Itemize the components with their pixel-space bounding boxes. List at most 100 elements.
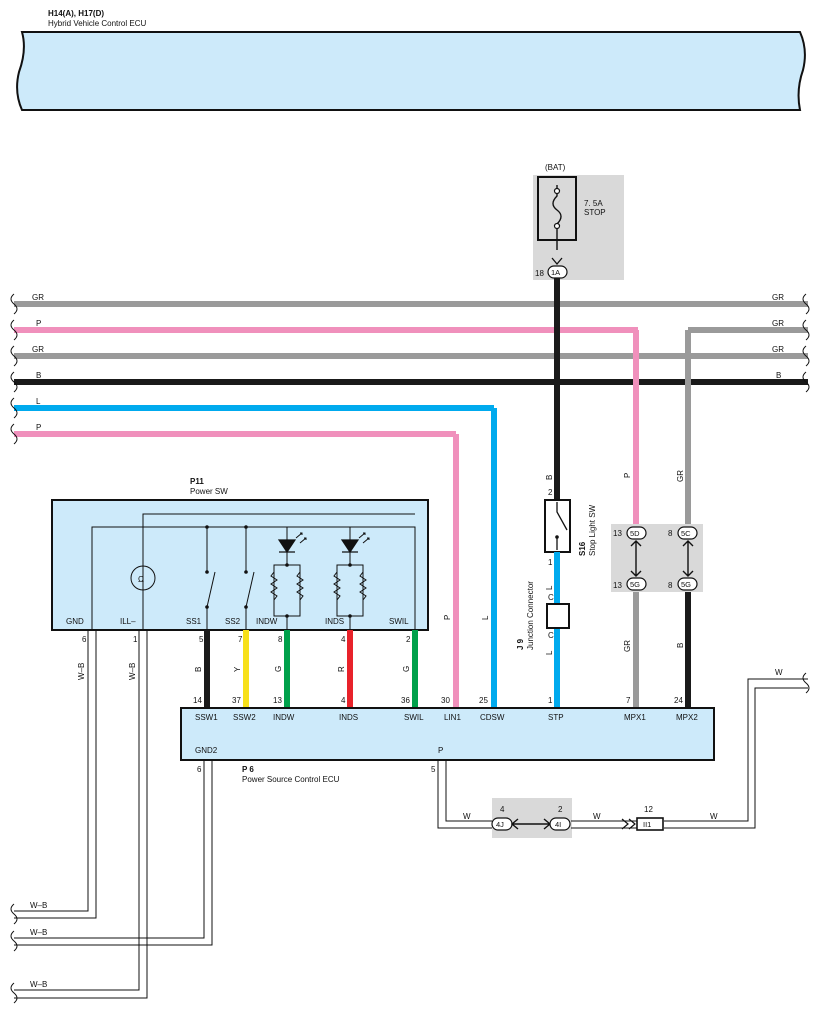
conn-4j-pin: 4 — [500, 805, 505, 814]
fuse-name: STOP — [584, 208, 606, 217]
power-sw-code: P11 — [190, 477, 204, 486]
p6-term-cdsw: CDSW — [480, 713, 505, 722]
stop-sw-wire-top: B — [545, 475, 554, 480]
fuse-source: (BAT) — [545, 163, 566, 172]
psw-pin-gnd: 6 — [82, 635, 87, 644]
p6-name: Power Source Control ECU — [242, 775, 340, 784]
connector-ii1 — [636, 817, 664, 831]
p6-term-ssw1: SSW1 — [195, 713, 218, 722]
inds-led — [340, 539, 360, 554]
p6-pin-p: 5 — [431, 765, 436, 774]
bus-label-5: P — [36, 423, 41, 432]
junction-code: J 9 — [516, 638, 525, 650]
connector-5d-label: 5D — [630, 529, 640, 538]
power-sw-name: Power SW — [190, 487, 228, 496]
splice-row1-left-pin: 13 — [613, 581, 622, 590]
bottom-wire-label-3: W — [775, 668, 783, 677]
psw-term-ss1: SS1 — [186, 617, 202, 626]
connector-5d — [626, 526, 647, 540]
connector-5c-label: 5C — [681, 529, 691, 538]
hv-ecu-name: Hybrid Vehicle Control ECU — [48, 19, 146, 28]
connector-5g-right-label: 5G — [681, 580, 691, 589]
power-sw-box — [51, 499, 429, 631]
connector-4j-label: 4J — [496, 820, 504, 829]
bus-right-label-2: GR — [772, 345, 784, 354]
p6-code: P 6 — [242, 765, 254, 774]
p6-term-inds: INDS — [339, 713, 358, 722]
splice-row0-right-pin: 8 — [668, 529, 673, 538]
p6-term-lin1: LIN1 — [444, 713, 461, 722]
junction-wire-lower: L — [545, 650, 554, 655]
bus-right-label-3: B — [776, 371, 781, 380]
p6-pin-lin1: 30 — [441, 696, 450, 705]
psw-pin-ss1: 5 — [199, 635, 204, 644]
splice-row0-left-pin: 13 — [613, 529, 622, 538]
junction-connector — [546, 603, 570, 629]
p6-term-mpx2: MPX2 — [676, 713, 698, 722]
connector-4i-label: 4I — [555, 820, 561, 829]
p6-term-swil: SWIL — [404, 713, 424, 722]
junction-name: Junction Connector — [526, 581, 535, 650]
p6-pin-mpx1: 7 — [626, 696, 631, 705]
psw-term-ss2: SS2 — [225, 617, 241, 626]
p6-term-stp: STP — [548, 713, 564, 722]
p6-pin-ssw1: 14 — [193, 696, 202, 705]
psw-pin-indw: 8 — [278, 635, 283, 644]
p6-term-gnd2: GND2 — [195, 746, 218, 755]
splice-row1-right-pin: 8 — [668, 581, 673, 590]
psw-pin-swil: 2 — [406, 635, 411, 644]
ground-wire-label-1: W–B — [30, 928, 47, 937]
connector-5c — [677, 526, 698, 540]
bus-right-label-1: GR — [772, 319, 784, 328]
bus-label-2: GR — [32, 345, 44, 354]
p6-term-indw: INDW — [273, 713, 295, 722]
splice-wire-above-right: GR — [676, 470, 685, 482]
psw-wire-inds: R — [337, 666, 346, 672]
p6-term-mpx1: MPX1 — [624, 713, 646, 722]
p6-ecu-box — [180, 707, 715, 761]
bottom-wire-label-0: W — [463, 812, 471, 821]
bus-label-0: GR — [32, 293, 44, 302]
fuse-pin: 18 — [535, 269, 544, 278]
fuse-element — [552, 185, 562, 250]
p6-term-ssw2: SSW2 — [233, 713, 256, 722]
ill-lamp-symbol: Ω — [138, 575, 144, 584]
stop-sw-pin-bottom: 1 — [548, 558, 553, 567]
p6-term-p: P — [438, 746, 443, 755]
ground-wire-label-2: W–B — [30, 980, 47, 989]
p6-pin-stp: 1 — [548, 696, 553, 705]
p6-pin-ssw2: 37 — [232, 696, 241, 705]
psw-term-ill: ILL– — [120, 617, 136, 626]
psw-term-inds: INDS — [325, 617, 344, 626]
ground-wire-label-0: W–B — [30, 901, 47, 910]
bus-label-3: B — [36, 371, 41, 380]
splice-wire-above-left: P — [623, 473, 632, 478]
connector-1a-label: 1A — [551, 268, 560, 277]
bus-right-label-0: GR — [772, 293, 784, 302]
connector-5g-left-label: 5G — [630, 580, 640, 589]
p6-pin-indw: 13 — [273, 696, 282, 705]
bottom-w-wire — [437, 672, 810, 829]
p6-pin-mpx2: 24 — [674, 696, 683, 705]
conn-4i-pin: 2 — [558, 805, 563, 814]
psw-pin-ss2: 7 — [238, 635, 243, 644]
psw-term-swil: SWIL — [389, 617, 409, 626]
hv-ecu-code: H14(A), H17(D) — [48, 9, 104, 18]
p6-pin-inds: 4 — [341, 696, 346, 705]
psw-wire-swil: G — [402, 666, 411, 672]
stop-sw-name: Stop Light SW — [588, 504, 597, 556]
psw-wire-ss2: Y — [233, 666, 242, 672]
hv-ecu-box — [16, 31, 806, 111]
splice-wire-below-left: GR — [623, 640, 632, 652]
connector-4i — [549, 817, 571, 831]
psw-term-gnd: GND — [66, 617, 84, 626]
bus-label-1: P — [36, 319, 41, 328]
psw-wire-ss1: B — [194, 667, 203, 672]
bus-label-4: L — [36, 397, 41, 406]
bus-break-marks — [10, 293, 810, 445]
p6-pin-cdsw: 25 — [479, 696, 488, 705]
cdsw-wire-label: L — [481, 615, 490, 620]
psw-wire-gnd: W–B — [77, 663, 86, 680]
